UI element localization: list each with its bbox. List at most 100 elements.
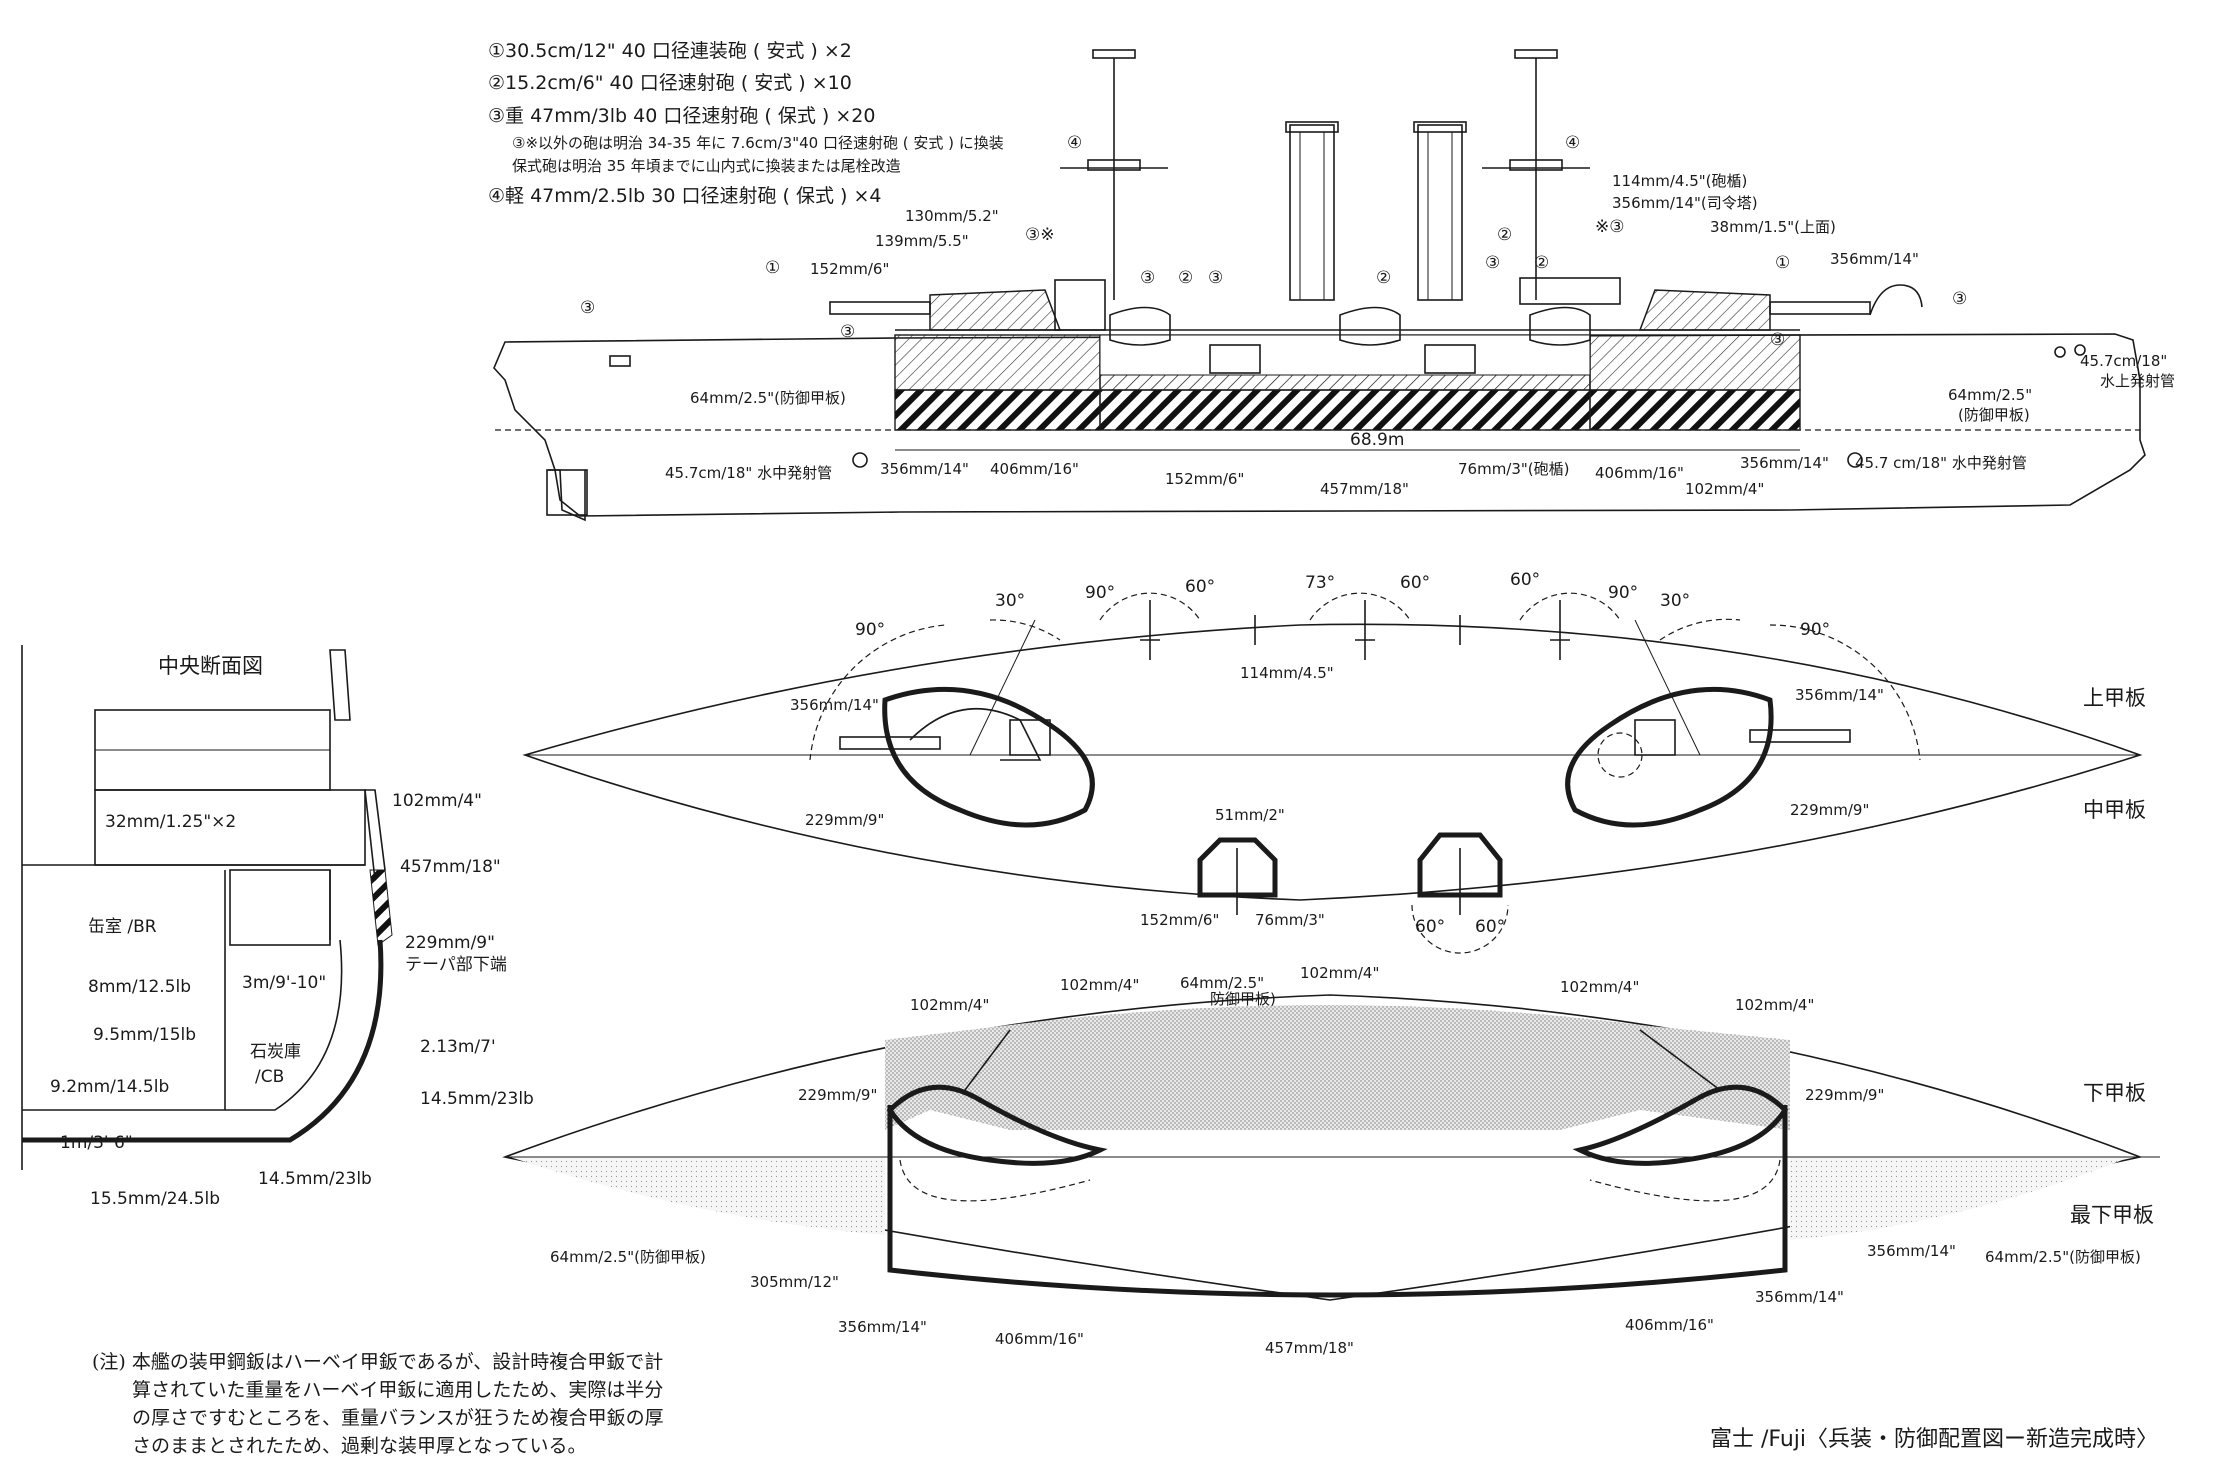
section-label-229: 229mm/9" <box>405 933 495 953</box>
label-torp-sub-aft: 45.7 cm/18" 水中発射管 <box>1855 454 2027 472</box>
arc-60-mid-right: 60° <box>1510 570 1540 590</box>
arc-60-center: 60° <box>1400 573 1430 593</box>
label-114mm-shield: 114mm/4.5"(砲楯) <box>1612 172 1747 190</box>
section-hull-curve <box>22 939 384 1143</box>
lower-label-64-left: 64mm/2.5"(防御甲板) <box>550 1248 706 1266</box>
marker-x3-aft: ※③ <box>1595 217 1624 237</box>
arc-30-left: 30° <box>995 591 1025 611</box>
label-belt-406-l: 406mm/16" <box>990 460 1079 478</box>
deck-label-upper: 上甲板 <box>2083 686 2146 710</box>
arc-30-right: 30° <box>1660 591 1690 611</box>
lower-label-305: 305mm/12" <box>750 1273 839 1291</box>
fore-turret-profile <box>929 289 1062 331</box>
deck-label-middle: 中甲板 <box>2083 798 2146 822</box>
label-barbette-229-left: 229mm/9" <box>805 811 884 829</box>
label-belt-406-r: 406mm/16" <box>1595 464 1684 482</box>
legend-weapon-1: ①30.5cm/12" 40 口径連装砲 ( 安式 ) ×2 <box>488 40 852 62</box>
citadel-lower-belt <box>894 389 1801 431</box>
lower-label-356-left: 356mm/14" <box>838 1318 927 1336</box>
marker-3-bow: ③ <box>580 298 595 318</box>
label-casemate-51: 51mm/2" <box>1215 806 1285 824</box>
legend-weapon-2: ②15.2cm/6" 40 口径速射砲 ( 安式 ) ×10 <box>488 72 852 94</box>
marker-4-aft: ④ <box>1565 133 1580 153</box>
marker-2-c: ② <box>1497 225 1512 245</box>
label-deck-fore: 64mm/2.5"(防御甲板) <box>690 389 846 407</box>
arc-90-mid-right: 90° <box>1608 583 1638 603</box>
arc-60-bottom-1: 60° <box>1415 917 1445 937</box>
midship-section: 中央断面図 102mm/4" 32mm/1.25"×2 457mm/18" 缶室… <box>21 645 534 1209</box>
firing-arcs <box>809 592 1921 761</box>
label-356mm-ct: 356mm/14"(司令塔) <box>1612 194 1758 212</box>
label-torp-above-1: 45.7cm/18" <box>2080 352 2167 370</box>
lower-label-406-left: 406mm/16" <box>995 1330 1084 1348</box>
lower-label-229-left: 229mm/9" <box>798 1086 877 1104</box>
label-belt-457: 457mm/18" <box>1320 480 1409 498</box>
label-356mm-fr: 356mm/14" <box>1830 250 1919 268</box>
note-line-3: の厚さですむところを、重量バランスが狂うため複合甲鈑の厚 <box>132 1407 664 1429</box>
lower-deck-plan: 102mm/4" 102mm/4" 64mm/2.5" 防御甲板) 102mm/… <box>502 964 2160 1357</box>
section-label-1m: 1m/3' 6" <box>60 1133 133 1153</box>
section-label-cb-2: /CB <box>255 1067 284 1087</box>
label-barbette-356-right: 356mm/14" <box>1795 686 1884 704</box>
lower-label-356-right: 356mm/14" <box>1755 1288 1844 1306</box>
middle-casemates <box>1197 832 1509 954</box>
marker-2-b: ② <box>1376 268 1391 288</box>
label-114mm-plan: 114mm/4.5" <box>1240 664 1334 682</box>
deck-label-lower: 下甲板 <box>2083 1081 2146 1105</box>
marker-3-b: ③ <box>1208 268 1223 288</box>
label-torp-sub-fore: 45.7cm/18" 水中発射管 <box>665 464 832 482</box>
lower-label-406-right: 406mm/16" <box>1625 1316 1714 1334</box>
note-line-1: (注) 本艦の装甲鋼鈑はハーベイ甲鈑であるが、設計時複合甲鈑で計 <box>92 1351 663 1373</box>
section-label-102: 102mm/4" <box>392 791 482 811</box>
label-deck-aft-2: (防御甲板) <box>1958 406 2030 424</box>
section-label-8mm: 8mm/12.5lb <box>88 977 191 997</box>
section-label-3m: 3m/9'-10" <box>242 973 326 993</box>
label-belt-76: 76mm/3"(砲楯) <box>1458 460 1570 478</box>
section-label-9-5: 9.5mm/15lb <box>93 1025 196 1045</box>
lower-label-102-e: 102mm/4" <box>1735 996 1814 1014</box>
arc-90-mid-left: 90° <box>1085 583 1115 603</box>
marker-3x-fore: ③※ <box>1025 225 1054 245</box>
marker-3-bridge: ③ <box>1140 268 1155 288</box>
marker-4-fore: ④ <box>1067 133 1082 153</box>
marker-2-a: ② <box>1178 268 1193 288</box>
marker-2-d: ② <box>1534 253 1549 273</box>
section-label-taper: テーパ部下端 <box>405 955 507 975</box>
aft-barbette <box>1565 686 1774 828</box>
label-130mm: 130mm/5.2" <box>905 207 999 225</box>
legend-weapon-3-note-1: ③※以外の砲は明治 34-35 年に 7.6cm/3"40 口径速射砲 ( 安式… <box>512 134 1004 152</box>
label-torp-above-2: 水上発射管 <box>2100 372 2175 390</box>
section-label-15-5: 15.5mm/24.5lb <box>90 1189 220 1209</box>
deck-label-orlop: 最下甲板 <box>2070 1203 2154 1227</box>
marker-3-stern: ③ <box>1952 289 1967 309</box>
label-casemate-76: 76mm/3" <box>1255 911 1325 929</box>
arc-90-right: 90° <box>1800 620 1830 640</box>
aft-turret-profile <box>1638 289 1771 331</box>
lower-label-102-b: 102mm/4" <box>1060 976 1139 994</box>
label-152mm-turret: 152mm/6" <box>810 260 889 278</box>
lower-label-102-c: 102mm/4" <box>1300 964 1379 982</box>
arc-60-mid-left: 60° <box>1185 577 1215 597</box>
main-mast <box>1482 49 1590 300</box>
label-139mm: 139mm/5.5" <box>875 232 969 250</box>
section-title: 中央断面図 <box>158 654 263 678</box>
marker-3-fore: ③ <box>840 322 855 342</box>
lower-label-64-right: 64mm/2.5"(防御甲板) <box>1985 1248 2141 1266</box>
arc-60-bottom-2: 60° <box>1475 917 1505 937</box>
footnote: (注) 本艦の装甲鋼鈑はハーベイ甲鈑であるが、設計時複合甲鈑で計 算されていた重… <box>92 1351 664 1457</box>
label-casemate-152: 152mm/6" <box>1140 911 1219 929</box>
lower-label-64-center-2: 防御甲板) <box>1210 990 1276 1008</box>
label-belt-356-r: 356mm/14" <box>1740 454 1829 472</box>
lower-label-229-right: 229mm/9" <box>1805 1086 1884 1104</box>
marker-3-aft: ③ <box>1770 330 1785 350</box>
lower-label-102-d: 102mm/4" <box>1560 978 1639 996</box>
upper-deck-plan: 90° 30° 90° 60° 73° 60° 60° 90° 30° 90° … <box>522 570 2146 954</box>
lower-label-356-far-right: 356mm/14" <box>1867 1242 1956 1260</box>
legend-weapon-4: ④軽 47mm/2.5lb 30 口径速射砲 ( 保式 ) ×4 <box>488 185 881 207</box>
section-label-32: 32mm/1.25"×2 <box>105 812 236 832</box>
side-profile: ③ ① ③ ④ ③※ ③ ② ③ ② ③ ② ② ④ ※③ ① ③ ③ 130m… <box>493 49 2175 522</box>
fore-barbette <box>882 686 1095 828</box>
protective-deck-shaded <box>885 1005 1790 1130</box>
hull-outline <box>493 333 2146 517</box>
